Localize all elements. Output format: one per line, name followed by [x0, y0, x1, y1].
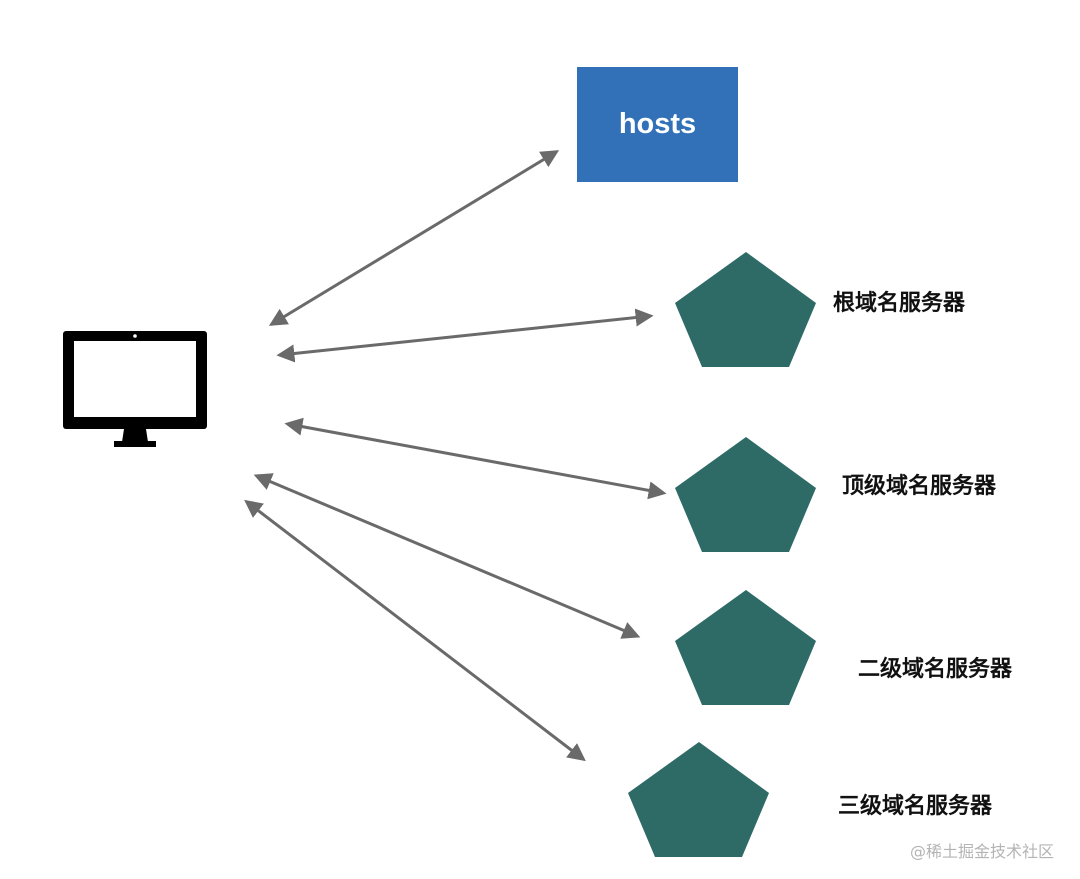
- hosts-label: hosts: [618, 108, 697, 140]
- arrow-computer-root-server: [276, 308, 654, 363]
- hosts-box: hosts: [577, 67, 738, 182]
- arrow-computer-tld-server: [284, 417, 667, 500]
- second-level-server-label: 二级域名服务器: [858, 657, 1013, 682]
- arrow-computer-second-level-server: [253, 473, 641, 639]
- root-server-label: 根域名服务器: [833, 291, 966, 316]
- second-level-server-pentagon: [675, 590, 816, 705]
- arrow-computer-third-level-server: [244, 499, 586, 762]
- watermark: @稀土掘金技术社区: [910, 842, 1055, 861]
- third-level-server-pentagon: [628, 742, 769, 857]
- third-level-server-label: 三级域名服务器: [838, 794, 993, 819]
- computer-icon: [63, 331, 207, 447]
- arrow-computer-hosts: [268, 150, 560, 326]
- root-server-pentagon: [675, 252, 816, 367]
- tld-server-pentagon: [675, 437, 816, 552]
- tld-server-label: 顶级域名服务器: [842, 474, 997, 499]
